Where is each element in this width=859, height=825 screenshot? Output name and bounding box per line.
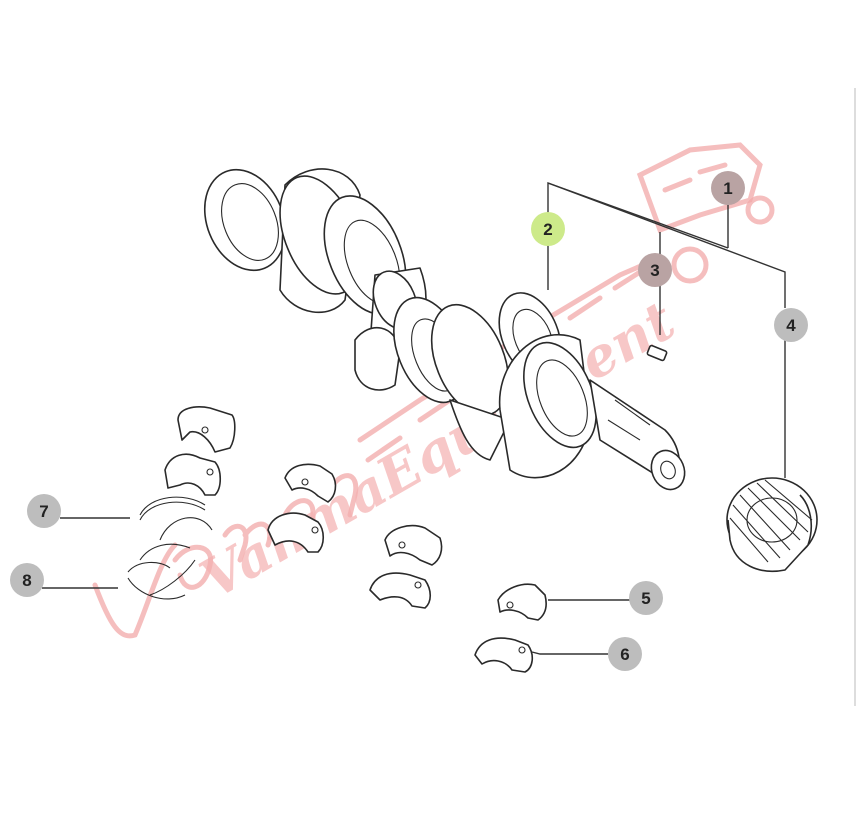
thrust-washers	[127, 496, 213, 600]
callout-5-circle	[629, 581, 663, 615]
bearing-shell-pair-2	[267, 463, 337, 553]
callout-8-label: 8	[22, 571, 31, 590]
callout-1-circle	[711, 171, 745, 205]
callout-5-label: 5	[641, 589, 650, 608]
callout-8[interactable]: 8	[10, 563, 44, 597]
callout-6-label: 6	[620, 645, 629, 664]
callout-4[interactable]: 4	[774, 308, 808, 342]
callout-3-label: 3	[650, 261, 659, 280]
callout-3[interactable]: 3	[638, 253, 672, 287]
callout-7-label: 7	[39, 502, 48, 521]
bearing-shell-pair-3	[369, 524, 443, 609]
callout-7[interactable]: 7	[27, 494, 61, 528]
callout-2-circle	[531, 212, 565, 246]
crankshaft	[203, 168, 686, 491]
callout-6-circle	[608, 637, 642, 671]
crankshaft-gear	[726, 477, 818, 572]
callout-2[interactable]: 2	[531, 212, 565, 246]
callout-4-label: 4	[786, 316, 796, 335]
bearing-shell-pair-4	[474, 583, 547, 673]
callout-5[interactable]: 5	[629, 581, 663, 615]
callout-6[interactable]: 6	[608, 637, 642, 671]
bearing-shell-pair-1	[164, 406, 236, 496]
callout-8-circle	[10, 563, 44, 597]
callout-1-label: 1	[723, 179, 732, 198]
callout-4-circle	[774, 308, 808, 342]
woodruff-key	[646, 344, 668, 362]
callout-7-circle	[27, 494, 61, 528]
callout-1[interactable]: 1	[711, 171, 745, 205]
callout-2-label: 2	[543, 220, 552, 239]
callout-3-circle	[638, 253, 672, 287]
